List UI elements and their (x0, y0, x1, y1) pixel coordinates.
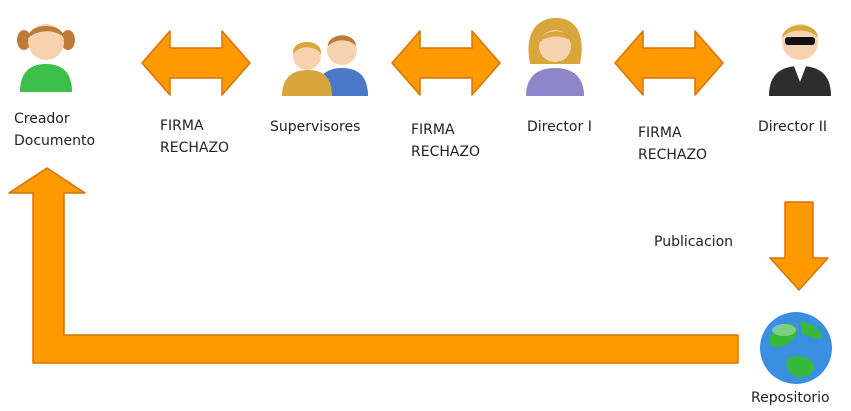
edge3-label-line2: RECHAZO (638, 147, 708, 163)
edge2-label-line1: FIRMA (411, 122, 455, 138)
edge3-label-line1: FIRMA (638, 125, 682, 141)
edge2-label-line2: RECHAZO (411, 144, 481, 160)
woman-avatar-icon (526, 18, 584, 96)
edge1-label-line2: RECHAZO (160, 140, 230, 156)
double-arrow-2 (391, 30, 501, 96)
group-avatar-icon (282, 35, 368, 96)
publicacion-label: Publicacion (654, 234, 734, 250)
creador-label-line2: Documento (14, 133, 96, 149)
double-arrow-3 (614, 30, 724, 96)
director1-label: Director I (527, 119, 592, 135)
girl-avatar-icon (17, 24, 75, 92)
double-arrow-1 (141, 30, 251, 96)
globe-icon (760, 312, 832, 384)
director2-label: Director II (758, 119, 827, 135)
edge1-label-line1: FIRMA (160, 118, 204, 134)
down-arrow (769, 201, 829, 291)
supervisores-label: Supervisores (270, 119, 361, 135)
agent-avatar-icon (769, 24, 831, 96)
creador-label-line1: Creador (14, 111, 70, 127)
repositorio-label: Repositorio (751, 390, 830, 406)
